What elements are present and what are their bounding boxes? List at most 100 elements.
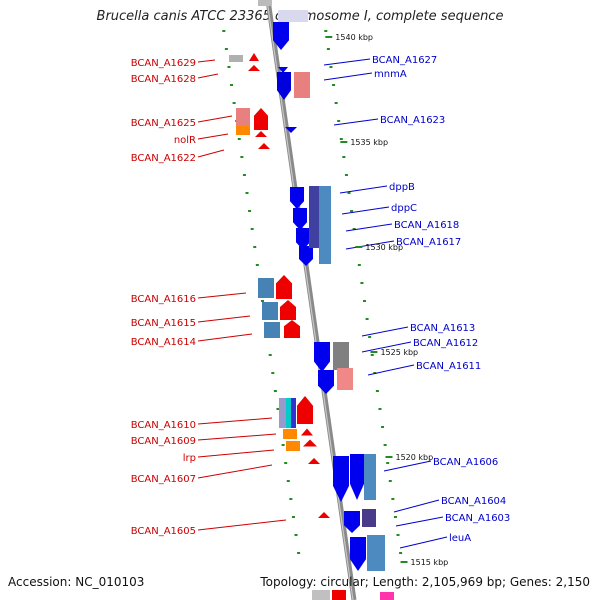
forward-gene-label: BCAN_A1618	[394, 220, 459, 231]
gene-glyph	[337, 368, 353, 390]
gene-glyph	[236, 126, 250, 135]
gene-features	[229, 0, 394, 600]
guide-dot	[339, 138, 343, 140]
scale-tick-label: 1525 kbp	[380, 348, 418, 357]
guide-dot	[271, 372, 275, 374]
guide-dot	[378, 408, 382, 410]
guide-dot	[224, 48, 228, 50]
forward-gene-arrow	[314, 342, 330, 372]
guide-dot	[240, 156, 244, 158]
guide-dot	[276, 408, 280, 410]
guide-dot	[242, 174, 246, 176]
label-leader-line	[399, 536, 448, 549]
guide-dot	[250, 228, 254, 230]
reverse-gene-triangle	[258, 143, 270, 149]
gene-glyph	[286, 441, 300, 451]
forward-gene-label: mnmA	[374, 69, 407, 80]
guide-dot	[344, 174, 348, 176]
guide-dot	[370, 354, 374, 356]
guide-dot	[237, 138, 241, 140]
label-leader-line	[197, 315, 251, 323]
gene-glyph	[264, 322, 280, 338]
forward-gene-label: BCAN_A1611	[416, 361, 481, 372]
gene-glyph	[380, 592, 394, 600]
reverse-gene-label: BCAN_A1616	[131, 294, 196, 305]
guide-dot	[289, 498, 293, 500]
guide-dot	[260, 300, 264, 302]
accession-text: Accession: NC_010103	[8, 575, 145, 589]
gene-glyph	[312, 590, 330, 600]
label-leader-line	[393, 499, 440, 513]
chromosome-backbone-highlight	[266, 0, 354, 600]
guide-dot	[334, 102, 338, 104]
forward-gene-arrow	[350, 537, 366, 571]
guide-dot	[324, 30, 328, 32]
guide-dot	[245, 192, 249, 194]
label-leader-line	[197, 149, 225, 158]
guide-dot	[227, 66, 231, 68]
label-leader-line	[323, 72, 373, 81]
guide-dot	[268, 354, 272, 356]
guide-dot	[350, 210, 354, 212]
forward-gene-label: BCAN_A1604	[441, 496, 506, 507]
guide-dot	[388, 480, 392, 482]
guide-dot	[329, 66, 333, 68]
reverse-gene-triangle	[308, 458, 320, 464]
guide-dot	[399, 552, 403, 554]
label-leader-line	[197, 292, 247, 299]
guide-dot	[357, 264, 361, 266]
guide-dot	[342, 156, 346, 158]
gene-glyph	[364, 454, 376, 500]
gene-glyph	[332, 590, 346, 600]
guide-dot	[326, 48, 330, 50]
gene-glyph	[278, 10, 308, 22]
guide-dot	[253, 246, 257, 248]
forward-gene-label: BCAN_A1612	[413, 338, 478, 349]
forward-gene-arrow	[293, 208, 307, 230]
scale-tick-label: 1540 kbp	[335, 33, 373, 42]
forward-gene-arrow	[277, 72, 291, 100]
guide-dot	[281, 444, 285, 446]
gene-glyph	[229, 55, 243, 62]
reverse-gene-label: nolR	[174, 135, 196, 146]
reverse-gene-label: lrp	[183, 453, 196, 464]
guide-dot	[291, 516, 295, 518]
label-leader-line	[361, 341, 412, 353]
guide-dot	[232, 102, 236, 104]
scale-tick-mark	[340, 141, 348, 143]
gene-glyph	[367, 535, 385, 571]
reverse-gene-triangle	[303, 439, 317, 447]
forward-gene-label: dppC	[391, 203, 417, 214]
scale-tick-mark	[370, 351, 378, 353]
reverse-gene-label: BCAN_A1609	[131, 436, 196, 447]
reverse-gene-label: BCAN_A1622	[131, 153, 196, 164]
guide-dot	[383, 444, 387, 446]
label-leader-line	[361, 326, 409, 337]
scale-tick-label: 1530 kbp	[365, 243, 403, 252]
guide-dot	[255, 264, 259, 266]
reverse-gene-label: BCAN_A1628	[131, 74, 196, 85]
gene-glyph	[319, 186, 331, 264]
guide-dot	[373, 372, 377, 374]
guide-dot	[332, 84, 336, 86]
gene-glyph	[258, 278, 274, 298]
label-leader-line	[197, 519, 287, 531]
guide-dot	[381, 426, 385, 428]
reverse-gene-label: BCAN_A1629	[131, 58, 196, 69]
forward-gene-arrow	[333, 456, 349, 502]
guide-dot	[396, 534, 400, 536]
gene-glyph	[258, 0, 272, 6]
guide-dot	[222, 30, 226, 32]
forward-gene-arrow	[350, 454, 364, 500]
guide-dot	[375, 390, 379, 392]
label-leader-line	[197, 417, 273, 425]
forward-gene-arrow	[273, 22, 289, 50]
label-leader-line	[197, 333, 253, 342]
chromosome-backbone	[265, 0, 357, 600]
scale-tick-mark	[400, 561, 408, 563]
guide-dot	[360, 282, 364, 284]
guide-dot	[362, 300, 366, 302]
scale-tick-mark	[325, 36, 333, 38]
